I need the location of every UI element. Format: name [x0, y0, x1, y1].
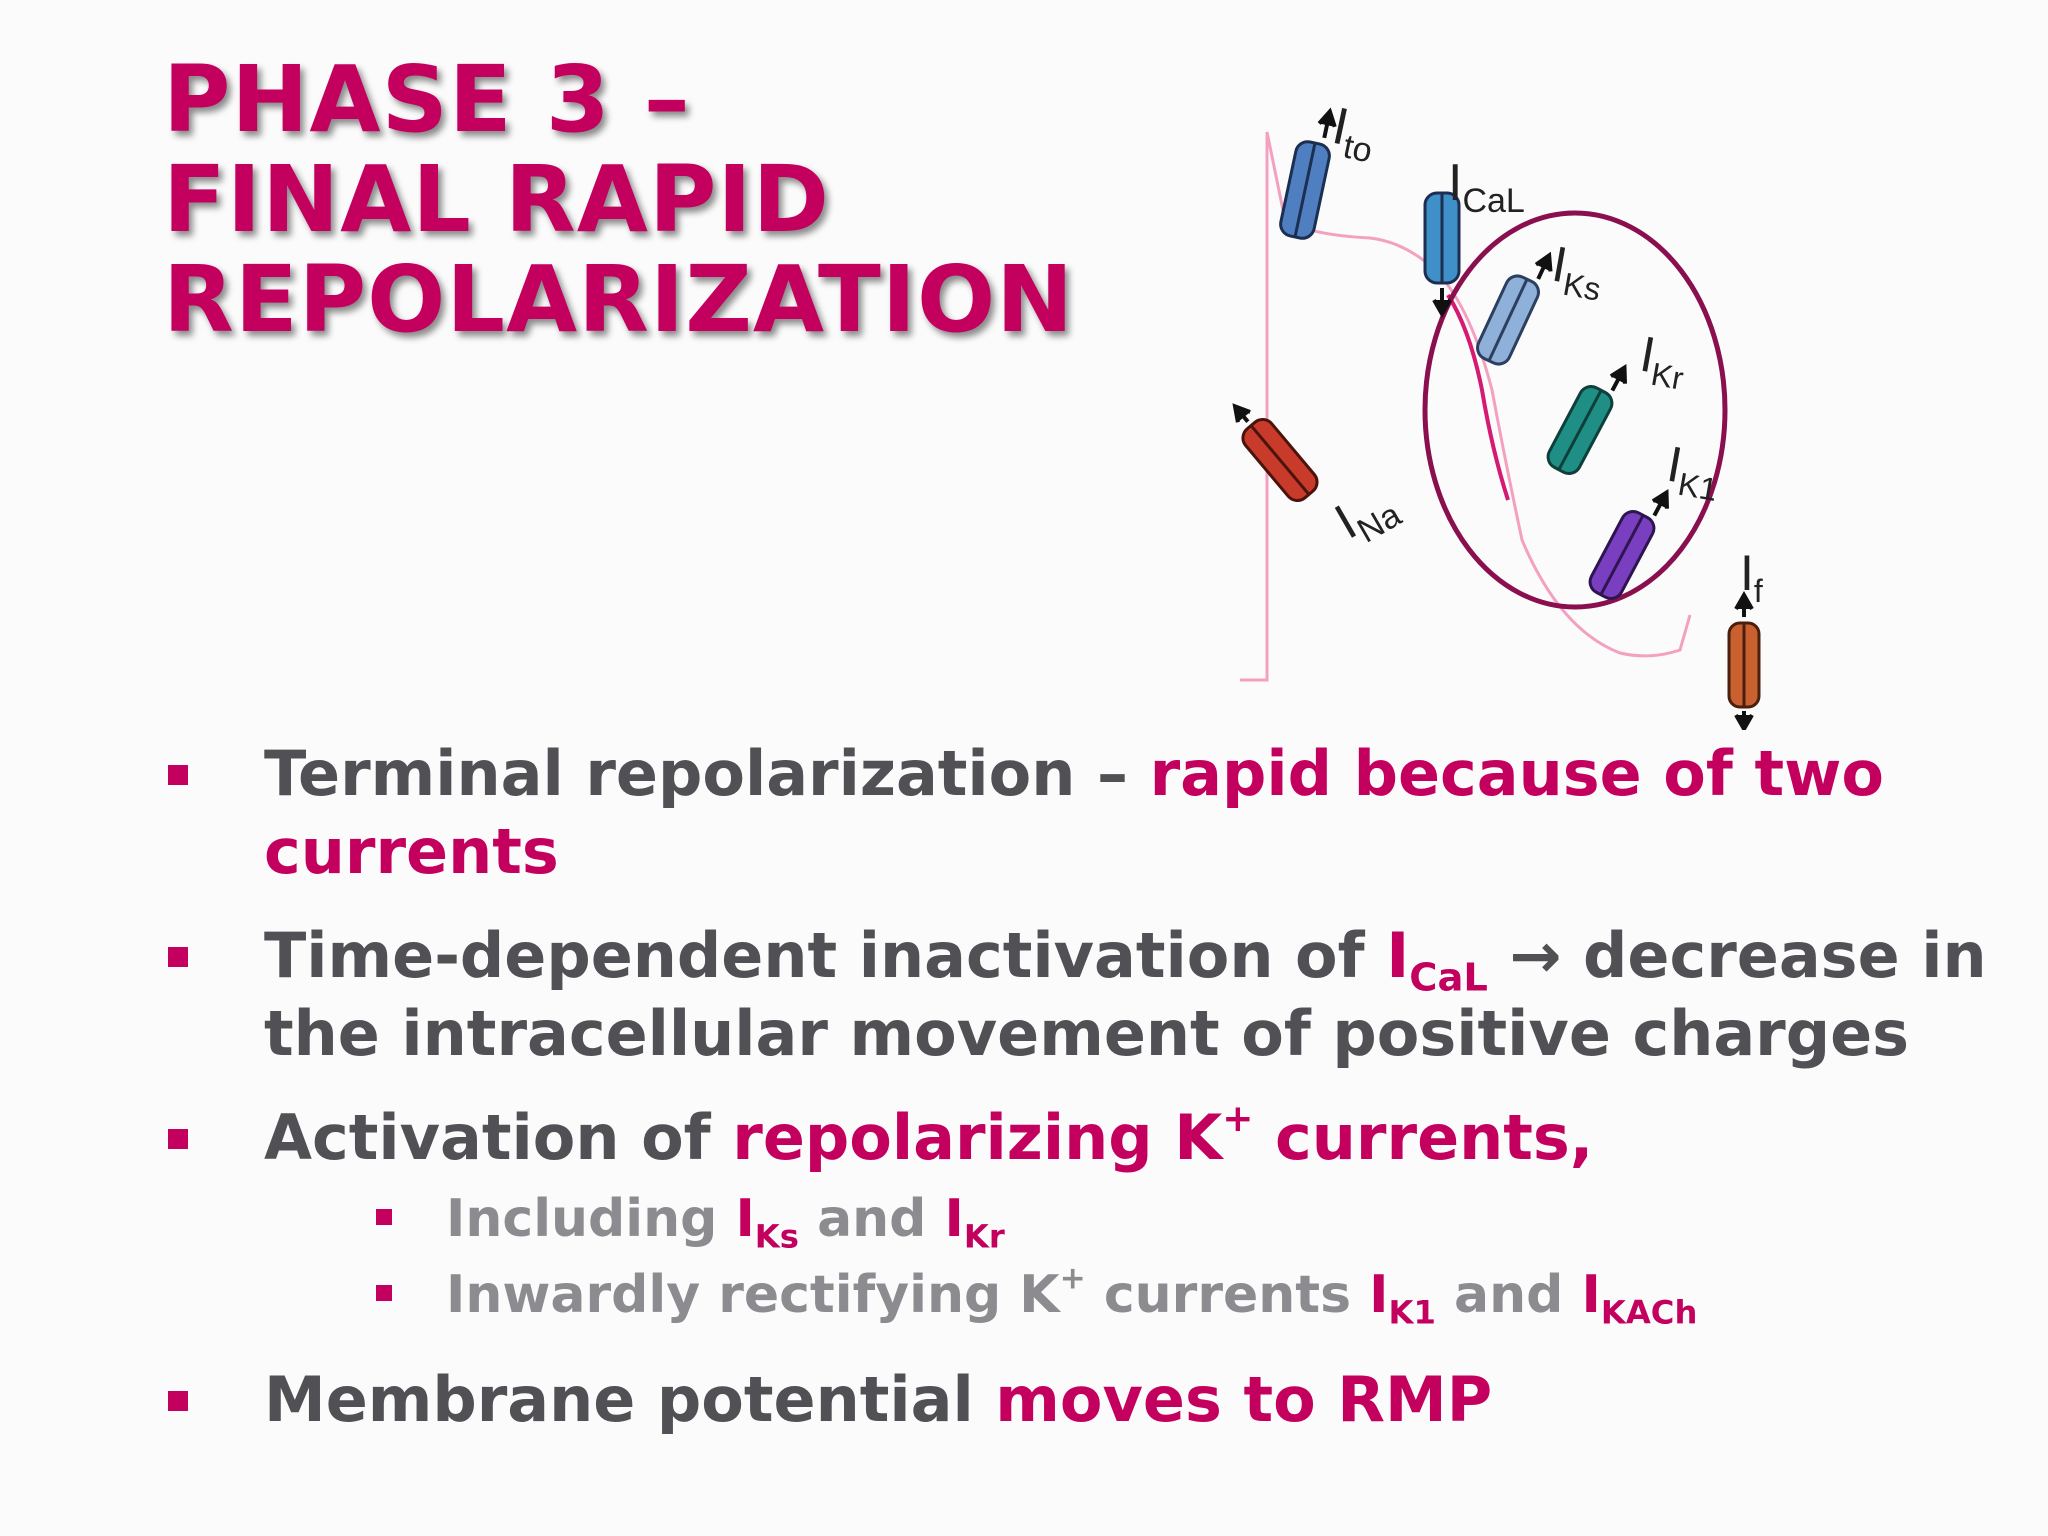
ical-channel-icon	[1423, 191, 1461, 319]
ik1-channel-icon	[1588, 489, 1669, 600]
bullet-membrane-potential: Membrane potential moves to RMP	[160, 1361, 2000, 1439]
ina-channel-icon	[1232, 403, 1319, 502]
subbullet-inward-rectifier: Inwardly rectifying K+ currents IK1 and …	[264, 1257, 2000, 1333]
repolarization-highlight	[1446, 293, 1510, 501]
label-ito: Ito	[1326, 97, 1382, 170]
slide-title: PHASE 3 – FINAL RAPID REPOLARIZATION	[163, 50, 1074, 350]
title-line-1: PHASE 3 –	[163, 46, 691, 153]
label-ina: INa	[1326, 472, 1408, 557]
ito-channel-icon	[1279, 107, 1337, 240]
label-ical: ICaL	[1448, 154, 1525, 220]
ikr-channel-icon	[1546, 364, 1627, 475]
label-ikr: IKr	[1635, 326, 1692, 397]
ical-term: ICaL	[1386, 919, 1488, 1001]
title-line-3: REPOLARIZATION	[163, 246, 1075, 353]
bullet-terminal-repolarization: Terminal repolarization – rapid because …	[160, 735, 2000, 891]
if-channel-icon	[1727, 590, 1761, 730]
title-line-2: FINAL RAPID	[163, 146, 830, 253]
action-potential-diagram: Ito ICaL IKs IKr IK1 If INa	[1232, 97, 1763, 730]
label-if: If	[1740, 545, 1763, 609]
action-potential-trace	[1240, 131, 1692, 682]
subbullet-iks-ikr: Including IKs and IKr	[264, 1181, 2000, 1257]
highlight-circle	[1422, 210, 1728, 610]
bullet-ical-inactivation: Time-dependent inactivation of ICaL → de…	[160, 917, 2000, 1073]
label-iks: IKs	[1547, 236, 1609, 308]
bullet-k-activation: Activation of repolarizing K+ currents, …	[160, 1099, 2000, 1333]
iks-channel-icon	[1476, 251, 1553, 366]
k-currents-sublist: Including IKs and IKr Inwardly rectifyin…	[264, 1181, 2000, 1333]
label-ik1: IK1	[1662, 436, 1725, 508]
bullet-list: Terminal repolarization – rapid because …	[160, 735, 2000, 1465]
